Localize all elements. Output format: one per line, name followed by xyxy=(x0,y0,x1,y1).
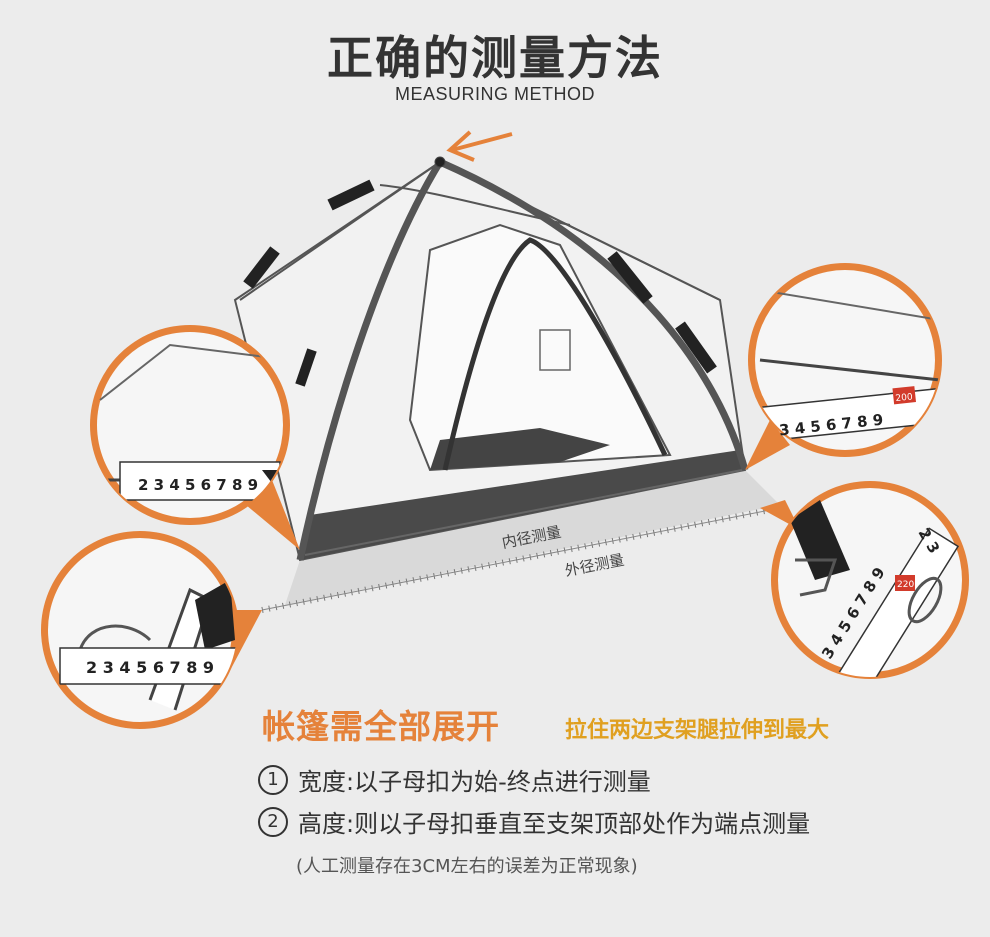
detail-circle-bottom-right: 3 4 5 6 7 8 9 2 3 220 xyxy=(771,481,969,679)
tape-scale-bottom-left: 2 3 4 5 6 7 8 9 xyxy=(86,658,214,677)
page-subtitle: MEASURING METHOD xyxy=(394,84,595,104)
tent-drawing xyxy=(233,156,781,613)
step-text: 高度:则以子母扣垂直至支架顶部处作为端点测量 xyxy=(298,810,811,838)
tape-marker-top-right: 200 xyxy=(895,392,913,404)
step-number: 1 xyxy=(258,764,288,795)
page-title: 正确的测量方法 xyxy=(327,31,663,85)
detail-circle-top-left: 2 3 4 5 6 7 8 9 xyxy=(90,325,290,525)
apex-arrow-icon xyxy=(446,130,513,162)
tape-scale-top-left: 2 3 4 5 6 7 8 9 xyxy=(138,476,258,494)
step-width: 1 宽度:以子母扣为始-终点进行测量 xyxy=(258,762,651,797)
headline-unfold-tent: 帐篷需全部展开 xyxy=(262,707,500,746)
step-number: 2 xyxy=(258,806,288,837)
error-note: (人工测量存在3CM左右的误差为正常现象) xyxy=(296,856,638,877)
step-text: 宽度:以子母扣为始-终点进行测量 xyxy=(298,768,651,796)
step-height: 2 高度:则以子母扣垂直至支架顶部处作为端点测量 xyxy=(258,804,810,839)
detail-circle-top-right: 3 4 5 6 7 8 9 200 xyxy=(748,263,942,457)
outer-measure-label: 外径测量 xyxy=(563,551,625,580)
detail-circle-bottom-left: 2 3 4 5 6 7 8 9 xyxy=(41,531,239,729)
pointer-wedge xyxy=(745,420,790,470)
tape-marker-bottom-right: 220 xyxy=(897,580,914,590)
tip-stretch-legs: 拉住两边支架腿拉伸到最大 xyxy=(565,718,830,743)
